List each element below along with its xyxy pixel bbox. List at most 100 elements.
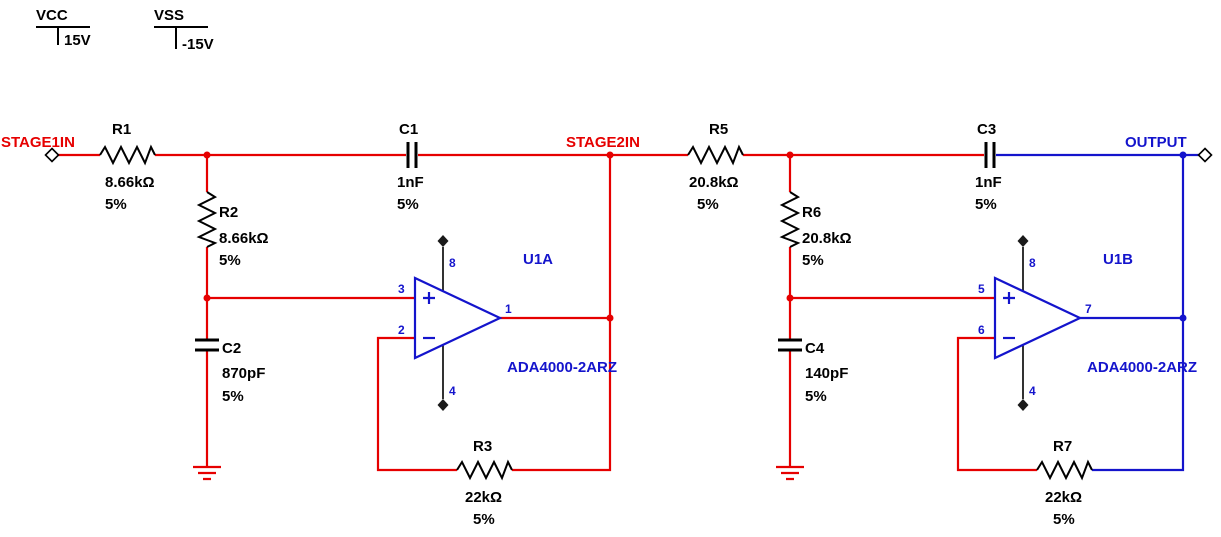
power-rail-vss: VSS -15V — [154, 7, 214, 53]
junction-dot — [1179, 314, 1187, 322]
r6-value-label: 20.8kΩ — [802, 230, 852, 247]
resistor-symbol — [781, 191, 799, 248]
power-rail-vcc: VCC 15V — [36, 7, 91, 49]
c2-value-label: 870pF — [222, 365, 265, 382]
c4-tolerance-label: 5% — [805, 388, 827, 405]
u1b-vminus-pin-icon — [1017, 399, 1029, 411]
capacitor-c2: C2 870pF 5% — [195, 338, 265, 405]
c3-tolerance-label: 5% — [975, 196, 997, 213]
stage1in-net-label: STAGE1IN — [1, 134, 75, 151]
r1-ref-label: R1 — [112, 121, 131, 138]
u1b-pin-vplus-label: 8 — [1029, 256, 1036, 270]
u1a-ref-label: U1A — [523, 251, 553, 268]
r1-value-label: 8.66kΩ — [105, 174, 155, 191]
r2-tolerance-label: 5% — [219, 252, 241, 269]
c1-tolerance-label: 5% — [397, 196, 419, 213]
resistor-symbol — [99, 146, 156, 164]
opamp-triangle-symbol — [413, 276, 503, 360]
capacitor-symbol — [778, 338, 802, 352]
capacitor-symbol — [406, 142, 418, 168]
ground-symbol-stage2 — [776, 465, 804, 481]
u1a-vplus-pin-icon — [437, 235, 449, 247]
r6-tolerance-label: 5% — [802, 252, 824, 269]
vcc-label: VCC — [36, 7, 68, 24]
u1b-pin-out-label: 7 — [1085, 302, 1092, 316]
vss-label: VSS — [154, 7, 184, 24]
ground-symbol-stage1 — [193, 465, 221, 481]
u1a-pin-noninv-label: 3 — [398, 282, 405, 296]
capacitor-symbol — [195, 338, 219, 352]
u1a-part-label: ADA4000-2ARZ — [507, 359, 617, 376]
u1a-pin-out-label: 1 — [505, 302, 512, 316]
resistor-r5: R5 20.8kΩ 5% — [687, 121, 744, 213]
r3-ref-label: R3 — [473, 438, 492, 455]
r7-value-label: 22kΩ — [1045, 489, 1082, 506]
u1b-pin-noninv-label: 5 — [978, 282, 985, 296]
output-port-icon — [1197, 147, 1213, 163]
c3-ref-label: C3 — [977, 121, 996, 138]
resistor-symbol — [1036, 461, 1093, 479]
u1a-pin-vplus-label: 8 — [449, 256, 456, 270]
junction-dots — [203, 151, 1187, 322]
c2-ref-label: C2 — [222, 340, 241, 357]
opamp-triangle-symbol — [993, 276, 1083, 360]
u1a-pin-inv-label: 2 — [398, 323, 405, 337]
resistor-r3: R3 22kΩ 5% — [456, 438, 513, 528]
vss-voltage-label: -15V — [182, 36, 214, 53]
c2-tolerance-label: 5% — [222, 388, 244, 405]
r2-value-label: 8.66kΩ — [219, 230, 269, 247]
input-port-icon — [44, 147, 60, 163]
u1a-vminus-pin-icon — [437, 399, 449, 411]
junction-dot — [606, 151, 614, 159]
junction-dot — [786, 294, 794, 302]
r1-tolerance-label: 5% — [105, 196, 127, 213]
u1b-part-label: ADA4000-2ARZ — [1087, 359, 1197, 376]
resistor-r2: R2 8.66kΩ 5% — [198, 191, 269, 269]
c1-ref-label: C1 — [399, 121, 418, 138]
c3-value-label: 1nF — [975, 174, 1002, 191]
resistor-symbol — [198, 191, 216, 248]
u1b-vplus-pin-icon — [1017, 235, 1029, 247]
vcc-rail-symbol — [36, 26, 90, 45]
noninverting-input-mark — [1003, 292, 1015, 304]
r3-value-label: 22kΩ — [465, 489, 502, 506]
r7-ref-label: R7 — [1053, 438, 1072, 455]
junction-dot — [1179, 151, 1187, 159]
c4-value-label: 140pF — [805, 365, 848, 382]
resistor-r1: R1 8.66kΩ 5% — [99, 121, 156, 213]
junction-dot — [203, 294, 211, 302]
r3-tolerance-label: 5% — [473, 511, 495, 528]
blue-wires — [996, 153, 1199, 472]
c1-value-label: 1nF — [397, 174, 424, 191]
junction-dot — [203, 151, 211, 159]
junction-dot — [606, 314, 614, 322]
opamp-u1b: 5 6 7 8 4 U1B ADA4000-2ARZ — [978, 235, 1197, 411]
opamp-u1a: 3 2 1 8 4 U1A ADA4000-2ARZ — [398, 235, 617, 411]
capacitor-symbol — [984, 142, 996, 168]
vss-rail-symbol — [154, 26, 208, 49]
c4-ref-label: C4 — [805, 340, 825, 357]
resistor-r7: R7 22kΩ 5% — [1036, 438, 1093, 528]
capacitor-c1: C1 1nF 5% — [397, 121, 424, 213]
resistor-symbol — [687, 146, 744, 164]
output-net-label: OUTPUT — [1125, 134, 1187, 151]
resistor-r6: R6 20.8kΩ 5% — [781, 191, 852, 269]
u1a-pin-vminus-label: 4 — [449, 384, 456, 398]
capacitor-c4: C4 140pF 5% — [778, 338, 848, 405]
port-stage1in: STAGE1IN — [1, 134, 75, 163]
u1b-pin-inv-label: 6 — [978, 323, 985, 337]
r2-ref-label: R2 — [219, 204, 238, 221]
resistor-symbol — [456, 461, 513, 479]
u1b-pin-vminus-label: 4 — [1029, 384, 1036, 398]
r5-tolerance-label: 5% — [697, 196, 719, 213]
capacitor-c3: C3 1nF 5% — [975, 121, 1002, 213]
port-output: OUTPUT — [1125, 134, 1213, 163]
r5-value-label: 20.8kΩ — [689, 174, 739, 191]
junction-dot — [786, 151, 794, 159]
red-wires — [58, 153, 1037, 472]
vcc-voltage-label: 15V — [64, 32, 91, 49]
stage2in-net-label: STAGE2IN — [566, 134, 640, 151]
r7-tolerance-label: 5% — [1053, 511, 1075, 528]
